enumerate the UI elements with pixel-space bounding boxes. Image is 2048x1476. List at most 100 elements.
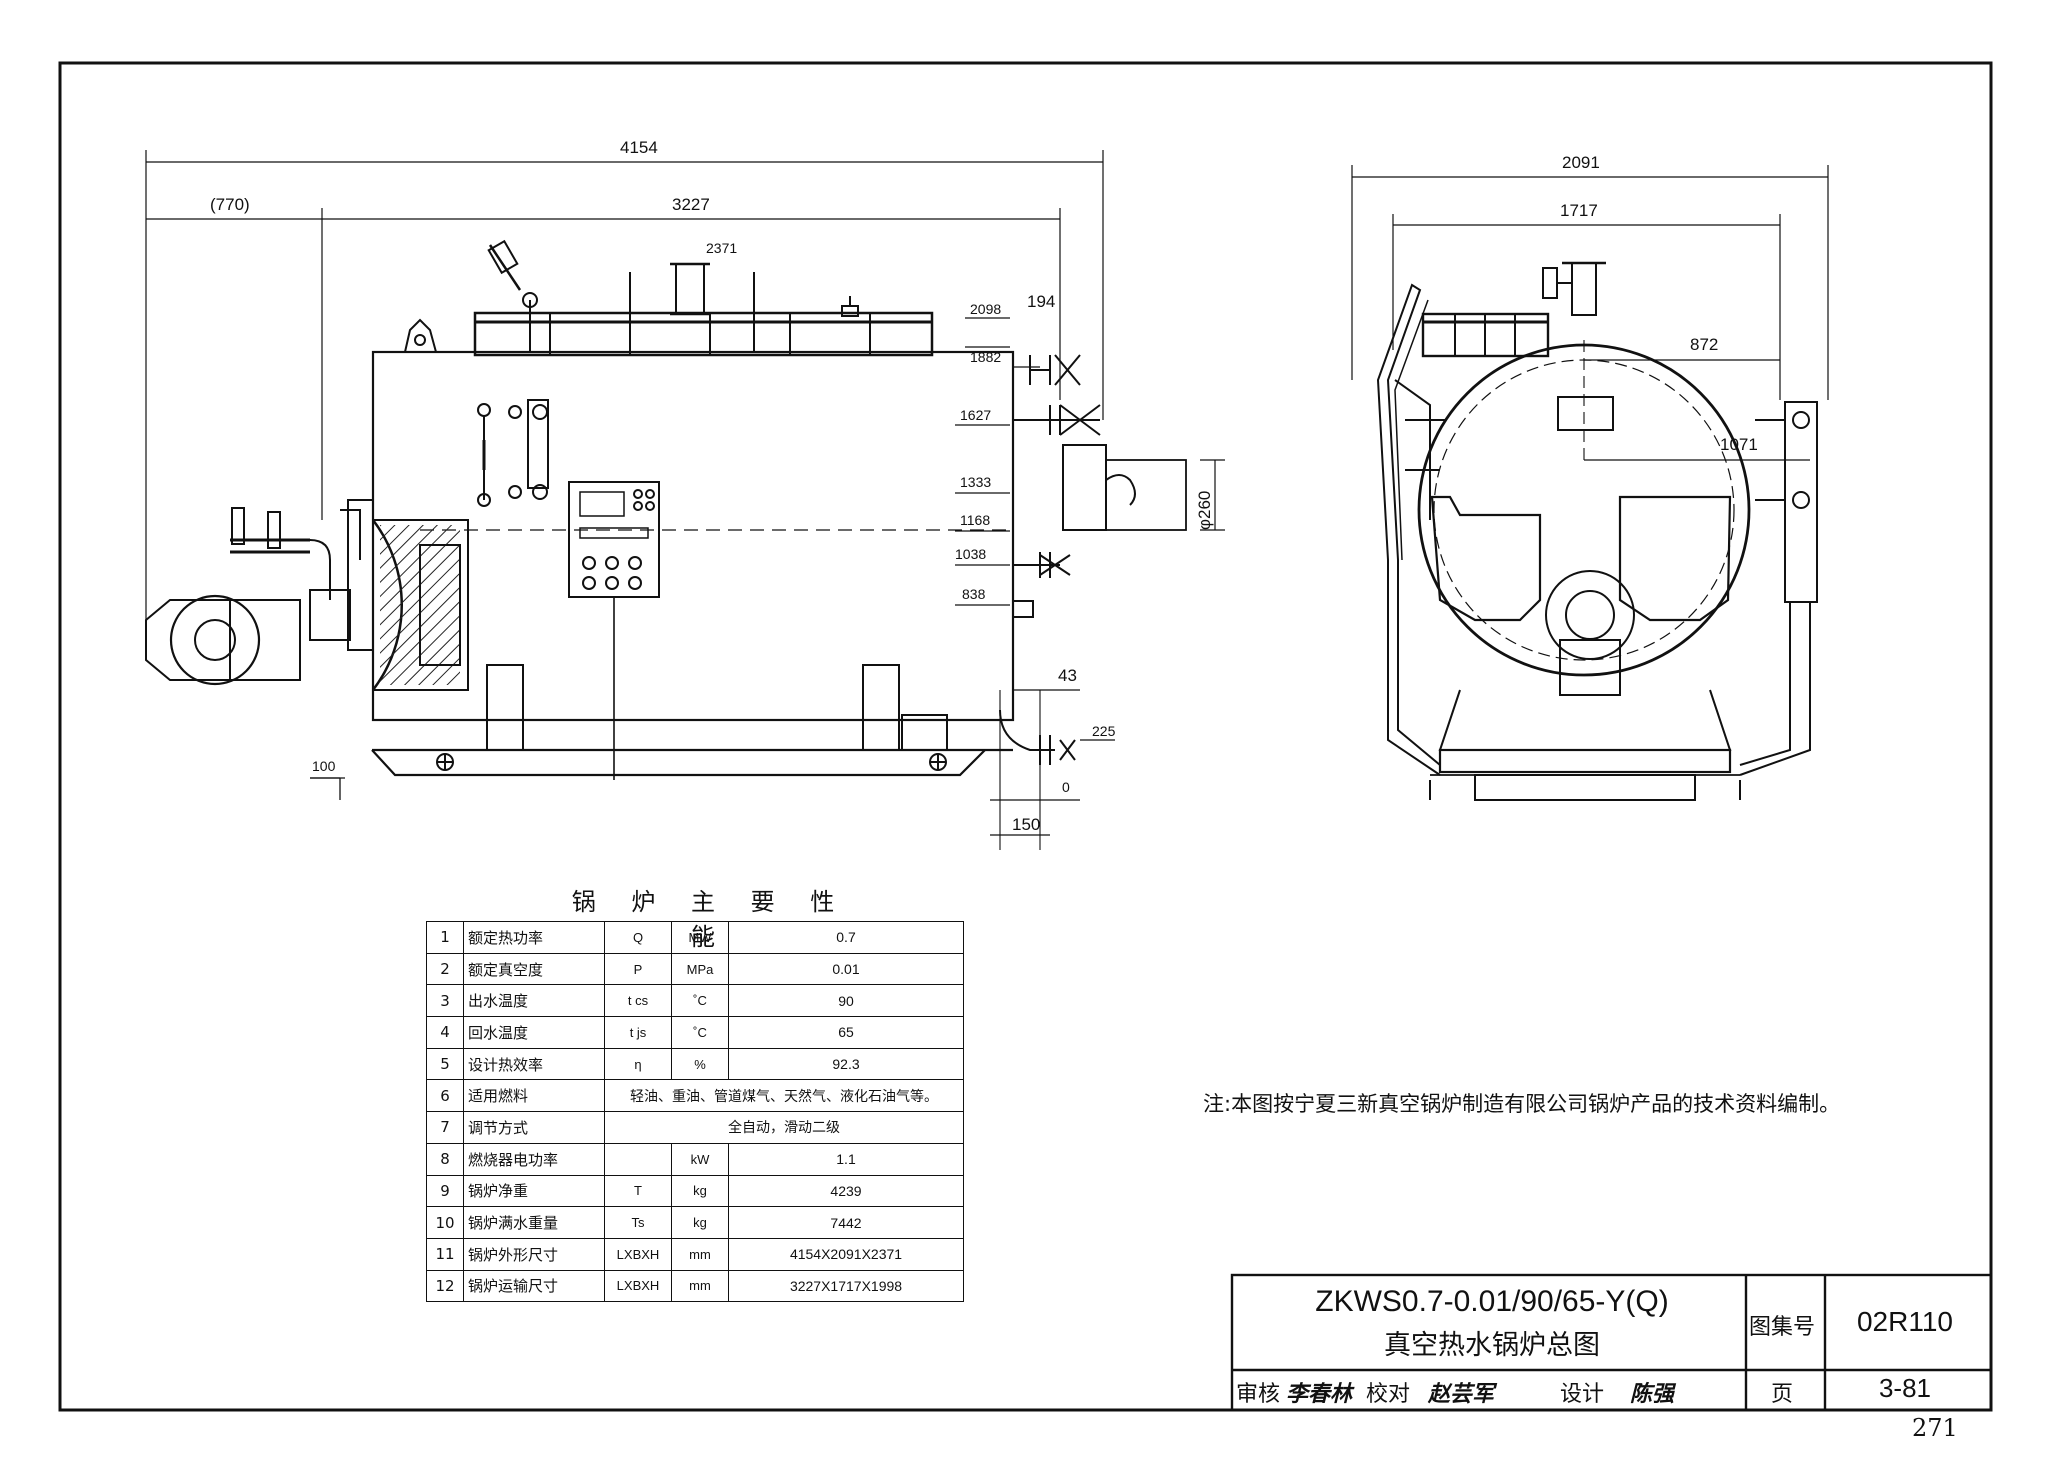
dim-1882: 1882 xyxy=(970,349,1001,365)
dim-body-length: 3227 xyxy=(672,195,710,214)
spec-name: 锅炉运输尺寸 xyxy=(463,1269,605,1303)
design-signature: 陈强 xyxy=(1630,1381,1675,1407)
spec-value: 7442 xyxy=(728,1206,964,1239)
spec-name: 锅炉外形尺寸 xyxy=(463,1237,605,1271)
spec-value: 1.1 xyxy=(728,1142,964,1176)
dim-150: 150 xyxy=(1012,815,1040,834)
dim-872: 872 xyxy=(1690,335,1718,354)
side-elevation-view xyxy=(145,150,1225,850)
spec-number: 8 xyxy=(426,1142,464,1176)
spec-symbol: t cs xyxy=(604,984,672,1018)
dim-body-width: 1717 xyxy=(1560,201,1598,220)
spec-value: 4154X2091X2371 xyxy=(728,1237,964,1271)
spec-symbol xyxy=(604,1142,672,1176)
spec-symbol: LXBXH xyxy=(604,1237,672,1271)
spec-symbol: P xyxy=(604,952,672,986)
dim-225: 225 xyxy=(1092,723,1116,739)
spec-value: 3227X1717X1998 xyxy=(728,1269,964,1303)
title-block-frame xyxy=(1230,1273,1993,1412)
dim-100: 100 xyxy=(312,758,336,774)
spec-name: 额定真空度 xyxy=(463,952,605,986)
check-signature: 赵芸军 xyxy=(1428,1381,1495,1407)
model-number: ZKWS0.7-0.01/90/65-Y(Q) xyxy=(1315,1285,1669,1318)
spec-unit: % xyxy=(671,1047,729,1081)
spec-value: 0.01 xyxy=(728,952,964,986)
dim-1071: 1071 xyxy=(1720,435,1758,454)
drawing-frame xyxy=(58,61,1993,1412)
spec-unit: kg xyxy=(671,1206,729,1239)
spec-unit: mm xyxy=(671,1237,729,1271)
spec-symbol: LXBXH xyxy=(604,1269,672,1303)
dim-1627: 1627 xyxy=(960,407,991,423)
atlas-number: 02R110 xyxy=(1856,1306,1953,1337)
spec-value: 90 xyxy=(728,984,964,1018)
dim-total-height: 2371 xyxy=(706,240,737,256)
spec-number: 1 xyxy=(426,921,464,954)
spec-unit: ˚C xyxy=(671,984,729,1018)
sheet-number: 271 xyxy=(1912,1414,1958,1442)
spec-number: 2 xyxy=(426,952,464,986)
drawing-name: 真空热水锅炉总图 xyxy=(1384,1330,1600,1361)
spec-number: 9 xyxy=(426,1174,464,1208)
spec-number: 11 xyxy=(426,1237,464,1271)
source-note: 注:本图按宁夏三新真空锅炉制造有限公司锅炉产品的技术资料编制。 xyxy=(1203,1092,1841,1116)
spec-unit: ˚C xyxy=(671,1016,729,1049)
front-elevation-view xyxy=(1351,165,1829,801)
spec-unit: MW xyxy=(671,921,729,954)
dim-overall-length: 4154 xyxy=(620,138,658,157)
spec-symbol: Q xyxy=(604,921,672,954)
spec-number: 7 xyxy=(426,1111,464,1144)
review-signature: 李春林 xyxy=(1286,1381,1353,1407)
spec-value: 0.7 xyxy=(728,921,964,954)
spec-name: 燃烧器电功率 xyxy=(463,1142,605,1176)
spec-name: 锅炉满水重量 xyxy=(463,1206,605,1239)
spec-number: 5 xyxy=(426,1047,464,1081)
dim-2098: 2098 xyxy=(970,301,1001,317)
dim-1038: 1038 xyxy=(955,546,986,562)
atlas-label: 图集号 xyxy=(1748,1315,1815,1340)
page-label: 页 xyxy=(1770,1382,1793,1407)
spec-number: 3 xyxy=(426,984,464,1018)
spec-name: 回水温度 xyxy=(463,1016,605,1049)
spec-symbol: T xyxy=(604,1174,672,1208)
spec-value: 65 xyxy=(728,1016,964,1049)
dim-194: 194 xyxy=(1027,292,1055,311)
spec-value: 92.3 xyxy=(728,1047,964,1081)
dim-838: 838 xyxy=(962,586,986,602)
spec-symbol: t js xyxy=(604,1016,672,1049)
spec-value: 全自动，滑动二级 xyxy=(604,1111,964,1144)
spec-value: 4239 xyxy=(728,1174,964,1208)
dim-burner-projection: (770) xyxy=(210,195,250,214)
dim-flue-diameter: φ260 xyxy=(1195,491,1214,530)
spec-unit: MPa xyxy=(671,952,729,986)
spec-symbol: η xyxy=(604,1047,672,1081)
spec-name: 适用燃料 xyxy=(463,1079,605,1113)
check-label: 校对 xyxy=(1366,1382,1411,1407)
spec-number: 6 xyxy=(426,1079,464,1113)
page-number: 3-81 xyxy=(1878,1373,1932,1403)
spec-name: 调节方式 xyxy=(463,1111,605,1144)
spec-value: 轻油、重油、管道煤气、天然气、液化石油气等。 xyxy=(604,1079,964,1113)
design-label: 设计 xyxy=(1560,1382,1605,1407)
dim-overall-width: 2091 xyxy=(1562,153,1600,172)
dim-1333: 1333 xyxy=(960,474,991,490)
spec-number: 4 xyxy=(426,1016,464,1049)
dim-0: 0 xyxy=(1062,779,1070,795)
spec-unit: kW xyxy=(671,1142,729,1176)
spec-name: 出水温度 xyxy=(463,984,605,1018)
dim-1168: 1168 xyxy=(960,512,990,528)
spec-name: 额定热功率 xyxy=(463,921,605,954)
spec-number: 10 xyxy=(426,1206,464,1239)
